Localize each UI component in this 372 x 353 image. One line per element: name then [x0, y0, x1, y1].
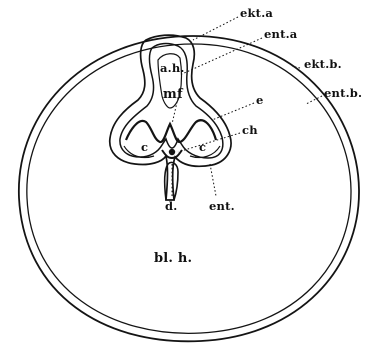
label-ekt-b: ekt.b. [304, 57, 342, 71]
label-ent: ent. [209, 199, 235, 213]
label-ekt-a: ekt.a [240, 6, 273, 20]
vesicle-wall [19, 36, 359, 341]
label-mf: mf [163, 87, 184, 102]
medullary-folds [126, 120, 216, 142]
label-c-left: c [141, 140, 148, 154]
label-e: e [256, 93, 264, 107]
label-bl-h: bl. h. [154, 251, 192, 266]
label-a-h: a.h. [160, 61, 185, 75]
label-ent-a: ent.a [264, 27, 298, 41]
label-d: d. [165, 199, 177, 213]
label-ent-b: ent.b. [324, 86, 362, 100]
endoderm-inner-circle [27, 44, 351, 333]
label-ch: ch [242, 123, 258, 137]
leader-ent [210, 164, 216, 196]
chorda-node [169, 149, 175, 155]
ectoderm-outer-circle [19, 36, 359, 341]
leader-e [212, 103, 254, 120]
label-c-right: c [199, 140, 206, 154]
